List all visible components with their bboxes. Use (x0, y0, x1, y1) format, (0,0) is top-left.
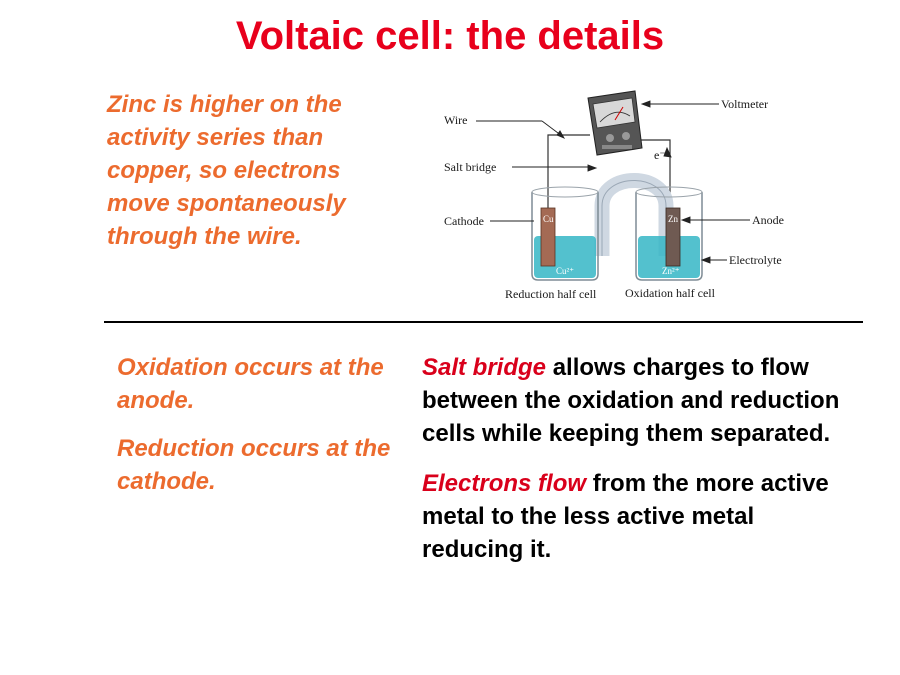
section-divider (104, 321, 863, 323)
intro-text: Zinc is higher on the activity series th… (107, 91, 346, 250)
label-reduction-half-cell: Reduction half cell (505, 287, 597, 301)
wire (547, 134, 671, 213)
label-cathode: Cathode (444, 214, 484, 228)
label-electrolyte: Electrolyte (729, 253, 782, 267)
right-column: Salt bridge allows charges to flow betwe… (422, 351, 842, 583)
reduction-note: Reduction occurs at the cathode. (117, 435, 391, 495)
slide-title: Voltaic cell: the details (235, 14, 665, 58)
label-electron: e⁻ (654, 148, 666, 162)
label-wire: Wire (444, 113, 468, 127)
salt-bridge-note: Salt bridge allows charges to flow betwe… (422, 351, 842, 450)
copper-ion-label: Cu²⁺ (556, 266, 574, 276)
electron-flow-term: Electrons flow (422, 470, 587, 497)
salt-bridge-term: Salt bridge (422, 354, 547, 381)
zinc-ion-label: Zn²⁺ (662, 266, 680, 276)
label-salt-bridge: Salt bridge (444, 160, 496, 174)
salt-bridge-description: allows charges to flow between the oxida… (422, 354, 840, 447)
label-voltmeter: Voltmeter (721, 97, 768, 111)
copper-electrode (540, 207, 556, 267)
left-column: Oxidation occurs at the anode. Reduction… (117, 351, 407, 513)
electron-flow-note: Electrons flow from the more active meta… (422, 467, 842, 566)
voltmeter-icon (587, 90, 643, 156)
label-anode: Anode (752, 213, 784, 227)
label-oxidation-half-cell: Oxidation half cell (625, 286, 716, 300)
oxidation-note: Oxidation occurs at the anode. (117, 354, 384, 414)
zinc-symbol: Zn (668, 214, 678, 224)
voltaic-cell-diagram: Cu Cu²⁺ Zn Zn²⁺ Wire Voltmeter e⁻ Salt b… (444, 90, 784, 301)
zinc-electrode (665, 207, 681, 267)
copper-symbol: Cu (543, 214, 554, 224)
electron-flow-description: from the more active metal to the less a… (422, 470, 829, 563)
